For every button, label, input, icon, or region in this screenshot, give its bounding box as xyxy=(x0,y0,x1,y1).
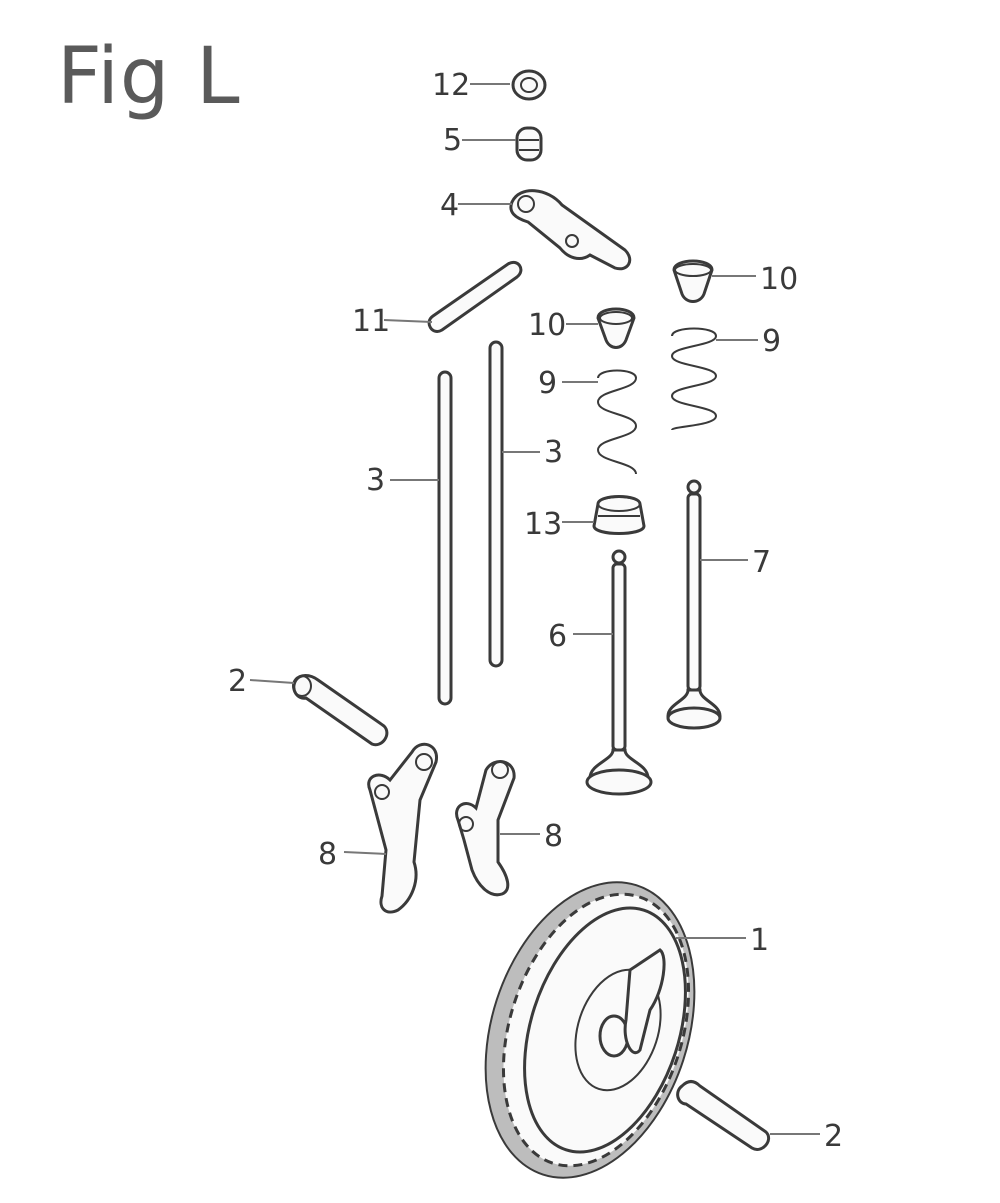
part-13-valve-seal xyxy=(562,495,646,535)
callout-6: 6 xyxy=(548,619,567,654)
part-1-camshaft-gear xyxy=(484,881,746,1179)
part-8-cam-follower-left xyxy=(343,742,438,914)
callout-4: 4 xyxy=(440,188,459,223)
callout-7: 7 xyxy=(752,545,771,580)
part-4-rocker-arm xyxy=(458,189,632,271)
part-2-shaft-upper xyxy=(249,674,389,747)
part-8-cam-follower-right xyxy=(455,760,540,897)
part-10-retainer-left xyxy=(566,307,636,349)
callout-5: 5 xyxy=(443,123,462,158)
part-11-pin xyxy=(383,261,523,333)
part-2-shaft-lower xyxy=(676,1080,820,1151)
callout-3-left: 3 xyxy=(366,463,385,498)
part-7-valve xyxy=(666,479,748,730)
callout-3-right: 3 xyxy=(544,435,563,470)
part-6-valve xyxy=(573,549,653,796)
part-9-spring-left xyxy=(562,369,638,475)
part-3-push-rod-right xyxy=(488,340,540,668)
callout-11: 11 xyxy=(352,304,390,339)
callout-2-upper: 2 xyxy=(228,664,247,699)
part-3-push-rod-left xyxy=(390,370,453,706)
part-5-nut xyxy=(462,126,543,162)
callout-9-left: 9 xyxy=(538,366,557,401)
callout-8-left: 8 xyxy=(318,837,337,872)
figure-title: Fig L xyxy=(57,32,241,122)
callout-13: 13 xyxy=(524,507,562,542)
callout-12: 12 xyxy=(432,68,470,103)
callout-10-right: 10 xyxy=(760,262,798,297)
callout-1: 1 xyxy=(750,923,769,958)
callout-2-lower: 2 xyxy=(824,1119,843,1154)
callout-10-left: 10 xyxy=(528,308,566,343)
part-12-nut xyxy=(470,69,547,101)
callout-8-right: 8 xyxy=(544,819,563,854)
part-9-spring-right xyxy=(670,327,758,431)
callout-9-right: 9 xyxy=(762,324,781,359)
part-10-retainer-right xyxy=(672,259,756,303)
